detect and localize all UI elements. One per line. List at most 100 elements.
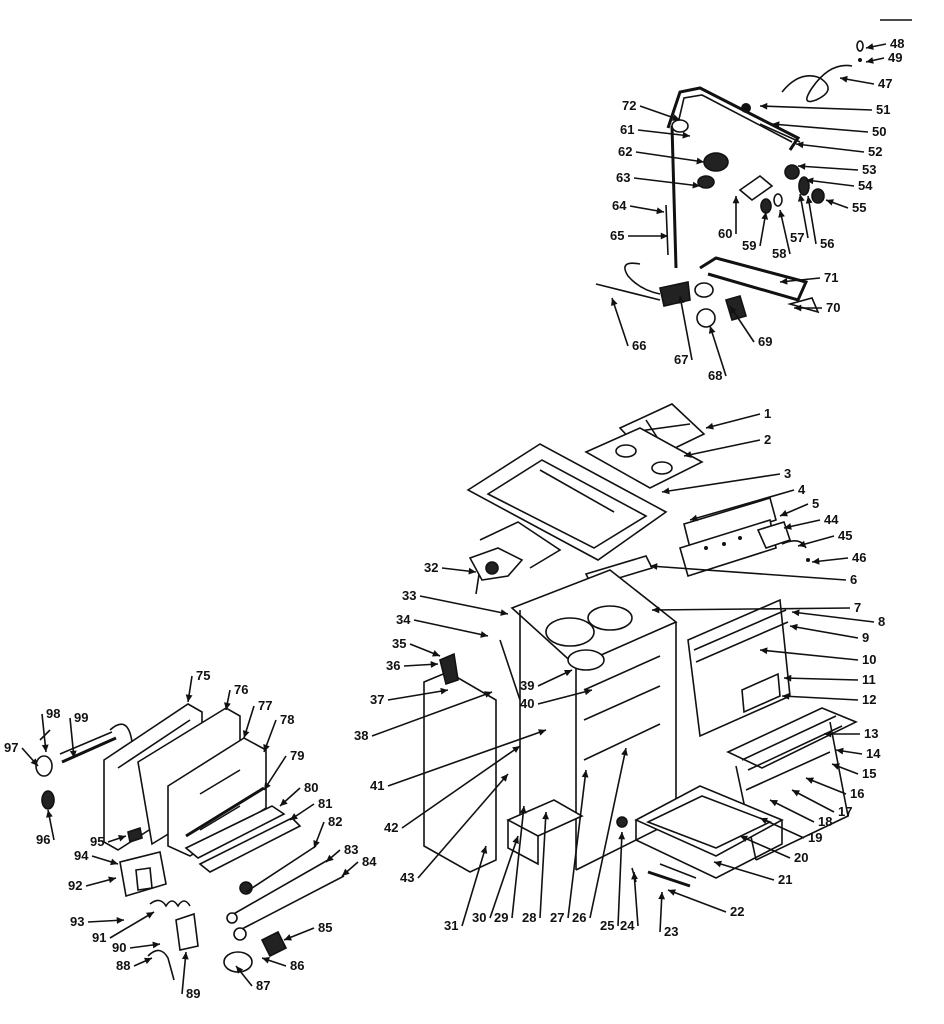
- part-label-28: 28: [522, 910, 536, 925]
- arrowhead-76: [224, 702, 231, 710]
- part-label-81: 81: [318, 796, 332, 811]
- leader-line-50: [771, 123, 869, 133]
- arrowhead-54: [806, 177, 814, 185]
- leader-line-58: [779, 209, 791, 255]
- arrowhead-80: [280, 798, 288, 806]
- arrowhead-44: [784, 523, 792, 530]
- part-label-93: 93: [70, 914, 84, 929]
- leader-line-2: [683, 439, 761, 457]
- arrowhead-99: [69, 750, 77, 758]
- arrowhead-22: [668, 889, 676, 896]
- part-label-79: 79: [290, 748, 304, 763]
- arrowhead-17: [792, 790, 800, 797]
- arrowhead-92: [108, 876, 116, 884]
- part-label-77: 77: [258, 698, 272, 713]
- leader-line-61: [637, 129, 691, 137]
- part-label-30: 30: [472, 910, 486, 925]
- arrowhead-16: [806, 777, 814, 784]
- arrowhead-52: [796, 141, 804, 149]
- leader-line-38: [371, 691, 493, 737]
- arrowhead-98: [41, 744, 49, 752]
- part-label-16: 16: [850, 786, 864, 801]
- part-label-53: 53: [862, 162, 876, 177]
- leader-line-63: [633, 177, 701, 187]
- arrowhead-62: [696, 157, 704, 165]
- arrowhead-65: [660, 232, 668, 240]
- part-label-43: 43: [400, 870, 414, 885]
- arrowhead-30: [512, 836, 519, 844]
- leader-line-3: [661, 473, 781, 493]
- part-label-24: 24: [620, 918, 635, 933]
- arrowhead-43: [500, 774, 508, 782]
- part-label-15: 15: [862, 766, 876, 781]
- leader-line-21: [713, 861, 775, 881]
- leader-line-56: [807, 195, 817, 245]
- arrowhead-38: [484, 691, 492, 698]
- arrowhead-7: [652, 606, 660, 614]
- arrowhead-93: [116, 916, 124, 924]
- part-label-64: 64: [612, 198, 627, 213]
- arrowhead-11: [784, 674, 792, 682]
- part-label-7: 7: [854, 600, 861, 615]
- leader-line-51: [759, 105, 873, 111]
- arrowhead-84: [342, 868, 350, 876]
- leader-line-9: [789, 625, 859, 639]
- leader-line-18: [769, 799, 815, 823]
- part-label-39: 39: [520, 678, 534, 693]
- leader-line-11: [783, 677, 859, 681]
- part-label-11: 11: [862, 672, 876, 687]
- arrowhead-37: [440, 687, 448, 695]
- arrowhead-68: [708, 326, 716, 334]
- arrowhead-96: [46, 810, 53, 818]
- part-label-21: 21: [778, 872, 792, 887]
- arrowhead-28: [542, 812, 550, 820]
- leader-line-6: [649, 565, 847, 581]
- arrowhead-46: [812, 557, 820, 565]
- arrowhead-4: [690, 514, 698, 522]
- part-label-50: 50: [872, 124, 886, 139]
- part-label-83: 83: [344, 842, 358, 857]
- leader-line-66: [611, 297, 629, 347]
- arrowhead-79: [264, 782, 271, 790]
- leader-line-12: [781, 695, 859, 701]
- arrowhead-29: [519, 806, 527, 814]
- part-label-25: 25: [600, 918, 614, 933]
- part-label-66: 66: [632, 338, 646, 353]
- arrowhead-75: [185, 694, 193, 702]
- part-label-67: 67: [674, 352, 688, 367]
- part-label-35: 35: [392, 636, 406, 651]
- arrowhead-19: [760, 817, 768, 825]
- leader-line-67: [679, 295, 693, 361]
- arrowhead-2: [684, 451, 692, 458]
- part-label-85: 85: [318, 920, 332, 935]
- leader-line-4: [689, 489, 795, 521]
- arrowhead-25: [618, 832, 626, 840]
- arrowhead-97: [30, 758, 38, 766]
- arrowhead-81: [290, 813, 298, 820]
- part-label-71: 71: [824, 270, 838, 285]
- part-label-27: 27: [550, 910, 564, 925]
- leader-line-53: [797, 165, 859, 171]
- part-label-56: 56: [820, 236, 834, 251]
- arrowhead-14: [836, 747, 844, 755]
- part-label-62: 62: [618, 144, 632, 159]
- arrowhead-24: [631, 872, 638, 880]
- leader-line-52: [795, 143, 865, 153]
- part-label-1: 1: [764, 406, 771, 421]
- arrowhead-20: [740, 835, 748, 843]
- leader-line-22: [667, 889, 727, 913]
- part-label-80: 80: [304, 780, 318, 795]
- leader-line-27: [567, 769, 587, 919]
- arrowhead-57: [797, 194, 805, 202]
- part-label-94: 94: [74, 848, 89, 863]
- arrowhead-48: [866, 43, 874, 50]
- leader-line-62: [635, 151, 705, 163]
- part-label-46: 46: [852, 550, 866, 565]
- arrowhead-5: [780, 510, 788, 517]
- part-label-60: 60: [718, 226, 732, 241]
- callout-leaders: [21, 43, 887, 995]
- part-label-91: 91: [92, 930, 106, 945]
- arrowhead-56: [805, 196, 813, 204]
- part-label-75: 75: [196, 668, 210, 683]
